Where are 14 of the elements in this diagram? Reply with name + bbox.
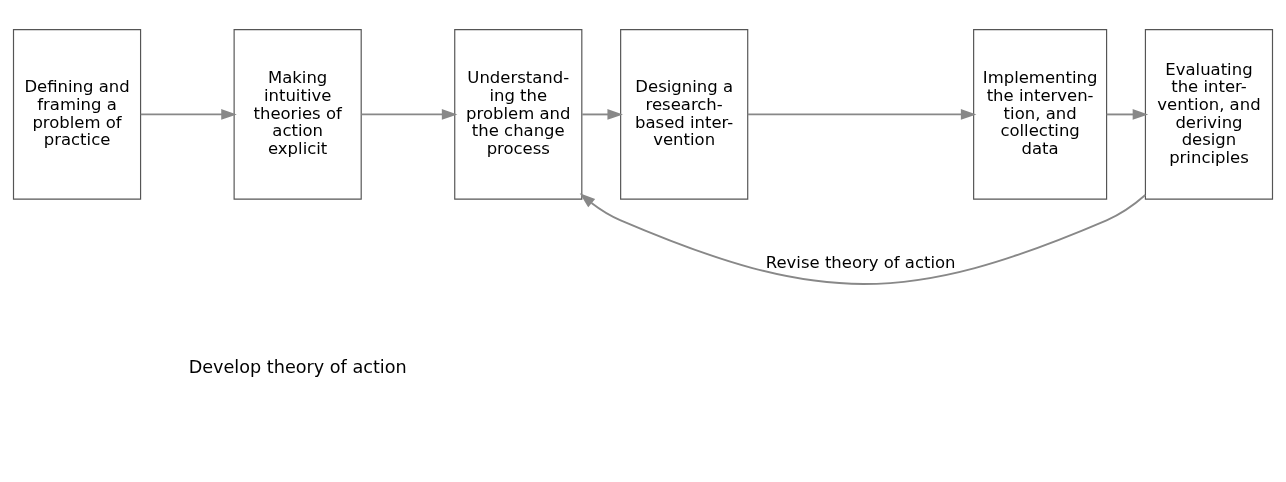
- arrow: [360, 108, 458, 120]
- label: Develop theory of action: [188, 356, 407, 377]
- node-box: Defining and framing a problem of practice: [12, 28, 142, 200]
- arrow: [139, 108, 237, 120]
- node-box: Designing a research- based inter- vention: [620, 28, 749, 200]
- arrow: [1105, 108, 1149, 120]
- arrow: [581, 108, 623, 120]
- edge-label: Revise theory of action: [765, 252, 956, 272]
- arrow: [746, 108, 977, 120]
- node-box: Understand- ing the problem and the change process: [454, 28, 583, 200]
- node-box: Evaluating the inter- vention, and deriving design principles: [1144, 28, 1274, 200]
- node-box: Implementing the interven- tion, and collecting data: [973, 28, 1108, 200]
- node-box: Making intuitive theories of action explicit: [233, 28, 362, 200]
- arrow: [579, 192, 1147, 285]
